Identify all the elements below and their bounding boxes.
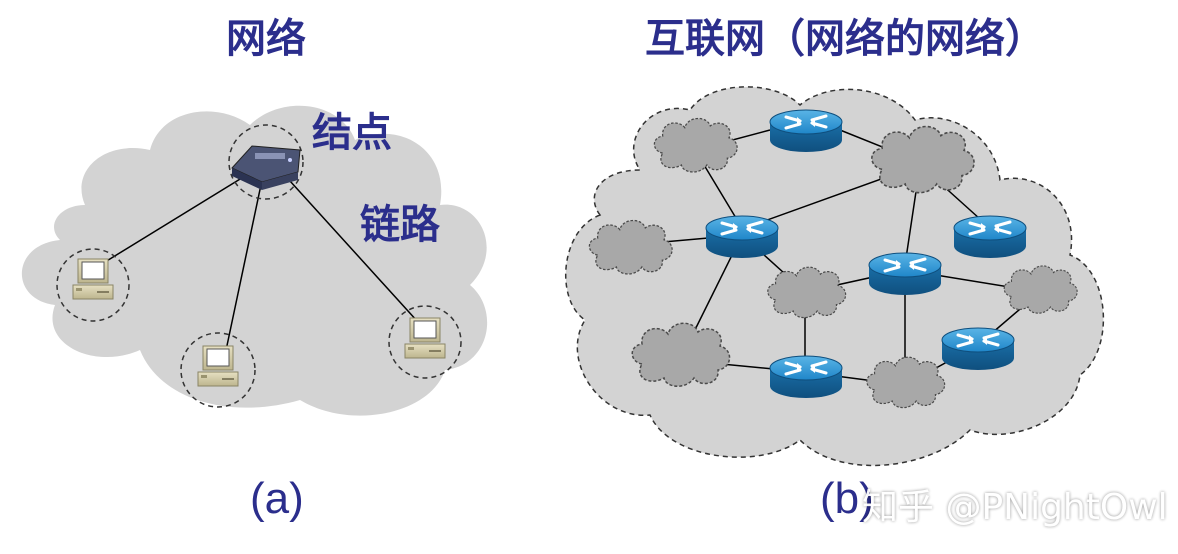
subnet-cloud-icon — [653, 117, 738, 173]
computer-icon — [72, 258, 114, 300]
panel-b-title: 互联网（网络的网络） — [645, 16, 1045, 62]
link-a-bottom — [224, 179, 263, 356]
subnet-cloud-icon — [767, 266, 847, 319]
link-label: 链路 — [360, 202, 440, 248]
computer-icon — [404, 317, 446, 359]
panel-a-title: 网络 — [226, 16, 306, 62]
node-highlight-switch — [228, 124, 304, 200]
panel-a — [21, 105, 488, 416]
node-highlight-pc-right — [388, 305, 462, 379]
panel-b — [565, 86, 1105, 467]
links — [104, 167, 419, 356]
router-icon — [952, 214, 1028, 260]
switch-icon — [231, 145, 301, 190]
router-icon — [768, 108, 844, 154]
panel-b-caption: (b) — [820, 474, 874, 523]
subnet-cloud-icon — [871, 125, 975, 194]
router-icon — [940, 326, 1016, 372]
watermark-text: 知乎 @PNightOwl — [862, 487, 1168, 528]
panel-a-caption: (a) — [250, 474, 304, 523]
subnet-cloud-icon — [631, 322, 731, 388]
computer-icon — [197, 345, 239, 387]
subnet-cloud-icon — [866, 356, 946, 409]
link-a-left — [104, 167, 259, 263]
node-highlight-pc-bottom — [180, 332, 256, 408]
subnet-cloud-icon — [588, 219, 673, 275]
router-icon — [704, 214, 780, 260]
router-icon — [768, 354, 844, 400]
network-cloud — [21, 105, 488, 416]
router-icon — [867, 251, 943, 297]
subnet-cloud-icon — [1003, 265, 1078, 314]
link-a-right — [279, 169, 419, 323]
node-label: 结点 — [312, 110, 392, 156]
node-highlight-pc-left — [56, 248, 130, 322]
